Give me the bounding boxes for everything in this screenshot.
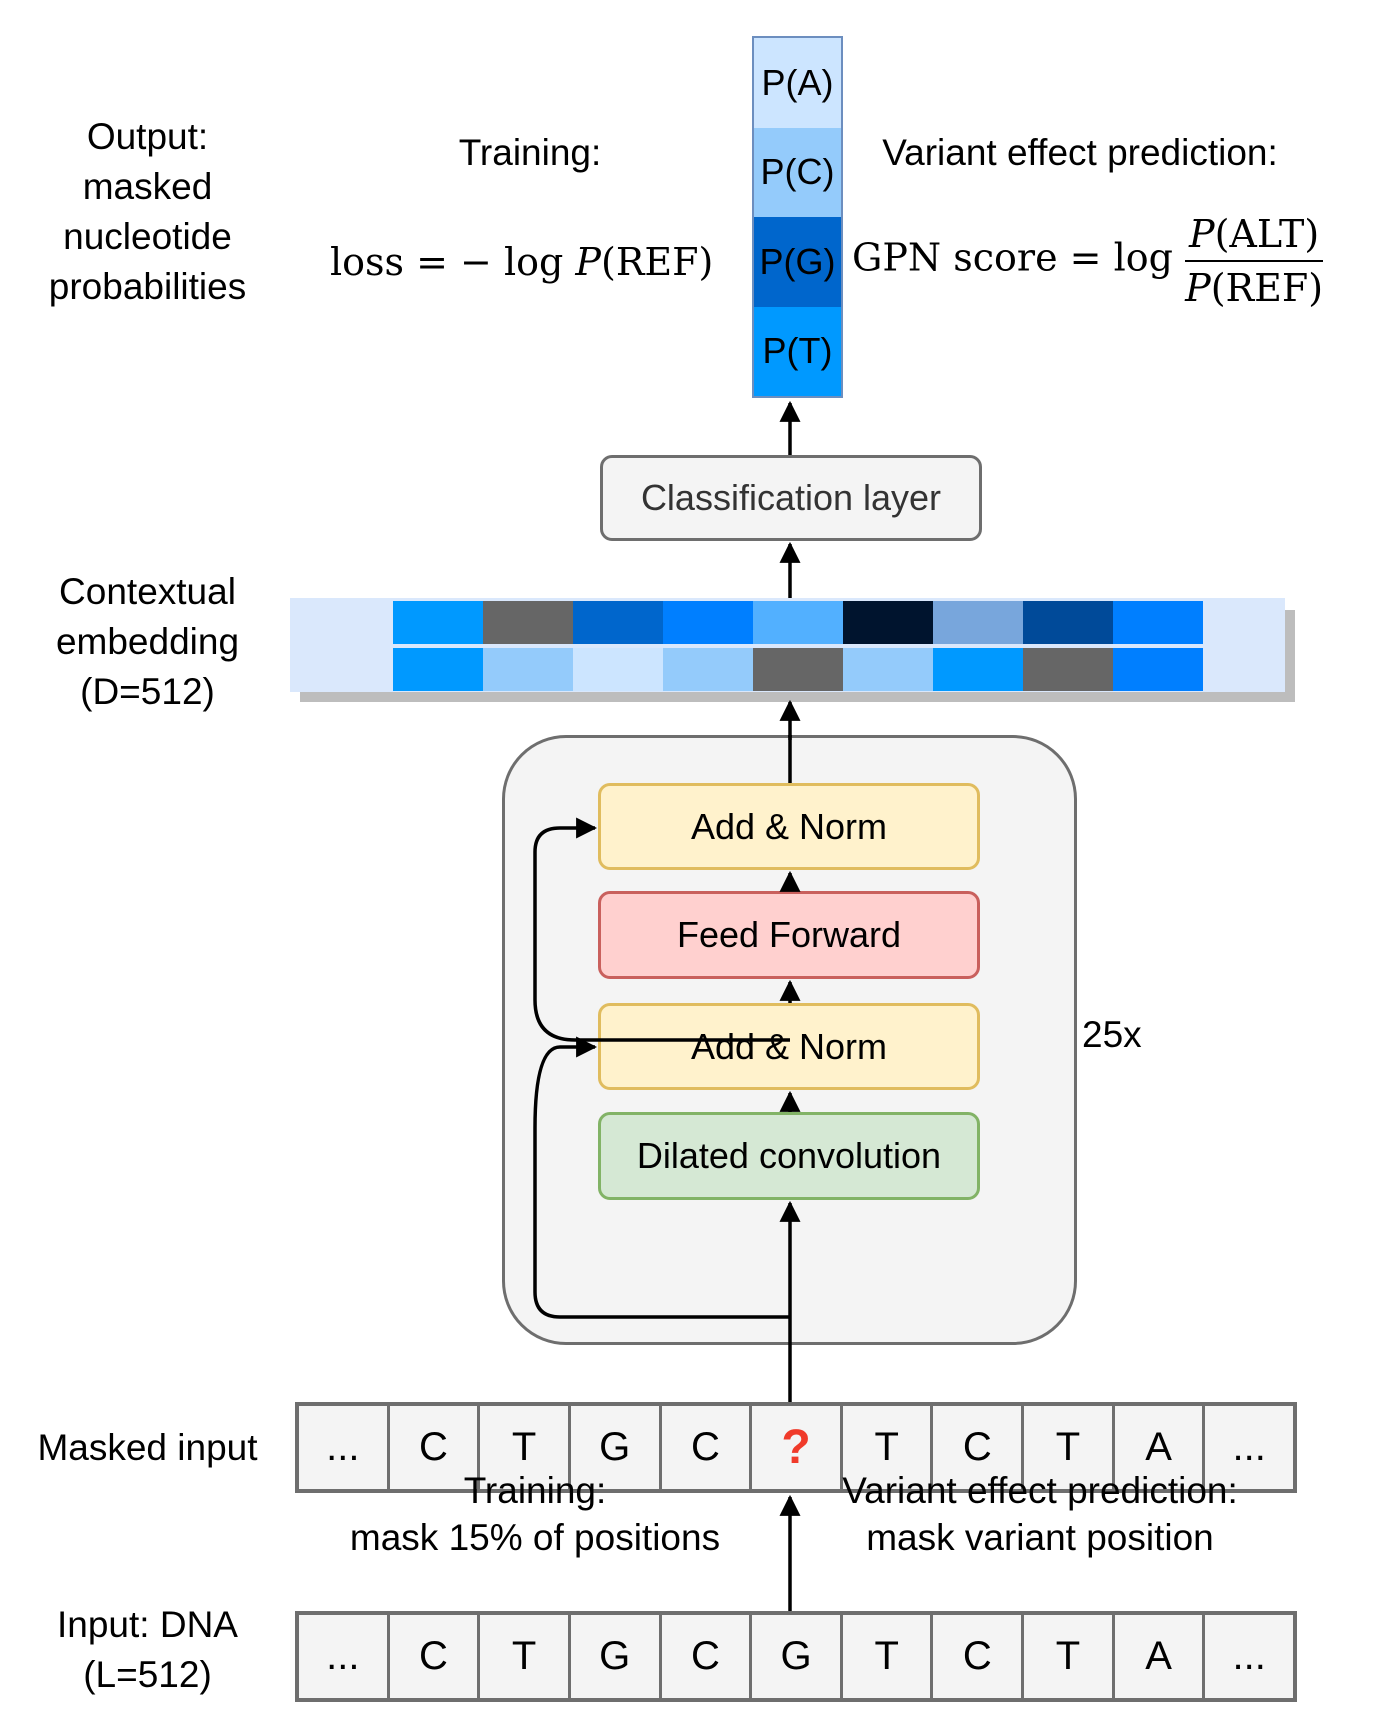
feed-forward-box: Feed Forward: [598, 891, 980, 979]
nucleotide-cell: C: [933, 1615, 1025, 1698]
embedding-label-line: Contextual: [59, 571, 236, 612]
classification-layer-box: Classification layer: [600, 455, 982, 541]
embedding-cell: [393, 648, 483, 691]
nucleotide-cell: T: [480, 1406, 571, 1489]
contextual-embedding: [290, 598, 1285, 692]
add-norm-top-label: Add & Norm: [690, 805, 888, 847]
embedding-cell: [1113, 648, 1203, 691]
output-label-line: probabilities: [48, 266, 247, 307]
nucleotide-cell: C: [933, 1406, 1025, 1489]
loss-arg: (REF): [601, 240, 714, 284]
numerator-arg: (ALT): [1214, 212, 1320, 256]
nucleotide-cell: ...: [299, 1615, 390, 1698]
embedding-cell: [1023, 648, 1113, 691]
nucleotide-cell: T: [1024, 1406, 1115, 1489]
loss-lhs: loss: [330, 240, 405, 284]
embedding-cell: [663, 601, 753, 644]
embedding-label: Contextual embedding (D=512): [10, 567, 285, 717]
vep-bottom-note: Variant effect prediction: mask variant …: [820, 1467, 1260, 1561]
embedding-cell: [933, 601, 1023, 644]
nucleotide-cell: G: [752, 1615, 843, 1698]
gpn-numerator: P(ALT): [1185, 212, 1324, 262]
output-prob-cell: P(T): [754, 306, 841, 396]
output-label-line: nucleotide: [63, 216, 232, 257]
nucleotide-cell: C: [662, 1615, 753, 1698]
dilated-convolution-label: Dilated convolution: [636, 1135, 942, 1176]
embedding-row-1: [393, 601, 1203, 644]
input-dna-label-line: Input: DNA: [57, 1604, 238, 1645]
nucleotide-cell: C: [662, 1406, 753, 1489]
embedding-cell: [573, 601, 663, 644]
output-label-line: masked: [82, 166, 213, 207]
dilated-convolution-box: Dilated convolution: [598, 1112, 980, 1200]
gpn-log: log: [1113, 235, 1173, 280]
nucleotide-cell: C: [390, 1406, 481, 1489]
output-prob-cell: P(C): [754, 127, 841, 217]
embedding-row-2: [393, 648, 1203, 691]
embedding-cell: [843, 601, 933, 644]
embedding-cell: [393, 601, 483, 644]
embedding-cell: [753, 601, 843, 644]
nucleotide-cell: T: [843, 1615, 934, 1698]
nucleotide-cell: ...: [299, 1406, 390, 1489]
embedding-cell: [753, 648, 843, 691]
output-label: Output: masked nucleotide probabilities: [10, 112, 285, 312]
embedding-cell: [573, 648, 663, 691]
gpn-lhs: GPN score: [852, 235, 1058, 280]
embedding-cell: [663, 648, 753, 691]
nucleotide-cell: T: [843, 1406, 934, 1489]
embedding-cell: [1113, 601, 1203, 644]
classification-layer-label: Classification layer: [640, 477, 942, 518]
denominator-p: P: [1185, 266, 1211, 310]
loss-formula: loss = − log P(REF): [330, 240, 714, 284]
training-title: Training:: [458, 132, 602, 173]
training-bottom-line: mask 15% of positions: [349, 1517, 721, 1558]
embedding-cell: [483, 648, 573, 691]
vep-title: Variant effect prediction:: [882, 132, 1278, 173]
nucleotide-cell: T: [480, 1615, 571, 1698]
nucleotide-cell: T: [1024, 1615, 1115, 1698]
nucleotide-cell: ...: [1232, 1425, 1266, 1469]
embedding-cell: [1023, 601, 1113, 644]
add-norm-bottom-label: Add & Norm: [690, 1025, 888, 1067]
input-dna-label: Input: DNA (L=512): [10, 1600, 285, 1700]
input-dna-label-line: (L=512): [83, 1654, 212, 1695]
masked-input-label: Masked input: [37, 1427, 258, 1468]
training-bottom-note: Training: mask 15% of positions: [320, 1467, 750, 1561]
nucleotide-cell: A: [1115, 1615, 1206, 1698]
residual-connection-2: [533, 817, 790, 1042]
embedding-label-line: (D=512): [80, 671, 215, 712]
residual-connection-1: [533, 1036, 790, 1319]
vep-bottom-line: mask variant position: [866, 1517, 1214, 1558]
output-prob-cell: P(A): [754, 38, 841, 128]
training-bottom-line: Training:: [463, 1470, 607, 1511]
embedding-cell: [843, 648, 933, 691]
output-probability-column: P(A)P(C)P(G)P(T): [752, 36, 843, 398]
vep-bottom-line: Variant effect prediction:: [842, 1470, 1238, 1511]
denominator-arg: (REF): [1210, 266, 1324, 310]
loss-log: log: [503, 240, 564, 284]
mask-token-cell: ?: [752, 1406, 843, 1489]
embedding-cell: [933, 648, 1023, 691]
output-prob-cell: P(G): [754, 217, 841, 307]
gpn-fraction: P(ALT) P(REF): [1185, 212, 1324, 310]
embedding-label-line: embedding: [55, 621, 240, 662]
add-norm-top-box: Add & Norm: [598, 783, 980, 870]
gpn-score-formula: GPN score = log P(ALT) P(REF): [852, 212, 1324, 310]
nucleotide-cell: G: [571, 1615, 662, 1698]
repeat-count: 25x: [1082, 1014, 1142, 1055]
nucleotide-cell: C: [390, 1615, 481, 1698]
nucleotide-cell: G: [571, 1406, 662, 1489]
embedding-cell: [483, 601, 573, 644]
feed-forward-label: Feed Forward: [676, 914, 902, 955]
numerator-p: P: [1189, 212, 1215, 256]
output-label-line: Output:: [86, 116, 209, 157]
gpn-denominator: P(REF): [1185, 262, 1323, 310]
nucleotide-cell: A: [1115, 1406, 1206, 1489]
add-norm-bottom-box: Add & Norm: [598, 1003, 980, 1090]
nucleotide-cell: ...: [1232, 1634, 1266, 1678]
loss-p: P: [575, 240, 601, 284]
